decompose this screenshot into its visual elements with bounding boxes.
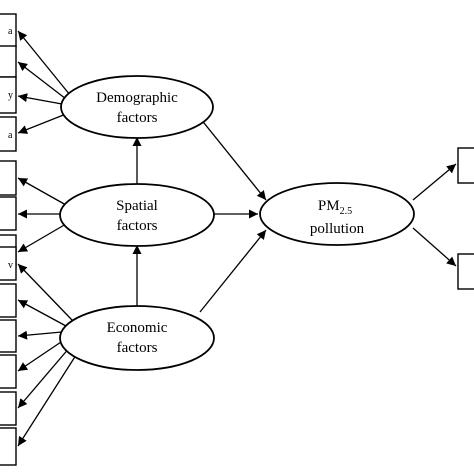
arrow-demographic-to-indicator-3 bbox=[17, 93, 63, 105]
outcome-box-2 bbox=[457, 253, 474, 290]
label-economic-line1: Economic bbox=[107, 320, 168, 336]
label-demographic-line2: factors bbox=[117, 110, 158, 126]
indicator-box-economic-3 bbox=[0, 319, 17, 353]
node-spatial-factors bbox=[59, 183, 215, 247]
arrow-economic-to-indicator-1 bbox=[17, 263, 73, 321]
label-pm25-main: PM bbox=[318, 198, 340, 214]
indicator-box-economic-2 bbox=[0, 283, 17, 318]
indicator-fragment-demo-1: a bbox=[8, 26, 13, 37]
node-economic-factors bbox=[59, 305, 215, 371]
arrow-demographic-to-pm25 bbox=[199, 117, 267, 201]
indicator-box-demographic-3 bbox=[0, 76, 17, 114]
indicator-box-economic-1 bbox=[0, 246, 17, 281]
indicator-box-economic-4 bbox=[0, 354, 17, 389]
indicator-fragment-econ-1: v bbox=[8, 260, 13, 271]
node-pm25-pollution bbox=[259, 182, 415, 246]
arrow-pm25-to-outcome-1 bbox=[412, 163, 457, 201]
label-economic-line2: factors bbox=[117, 340, 158, 356]
indicator-box-economic-5 bbox=[0, 391, 17, 426]
label-pm25-line1: PM2.5 bbox=[318, 198, 352, 217]
arrow-pm25-to-outcome-2 bbox=[412, 227, 457, 267]
arrow-demographic-to-indicator-2 bbox=[17, 61, 67, 100]
arrow-economic-to-indicator-3 bbox=[17, 330, 63, 340]
arrow-economic-to-indicator-5 bbox=[17, 346, 71, 409]
indicator-box-demographic-2 bbox=[0, 45, 17, 78]
arrow-spatial-to-indicator-3 bbox=[17, 223, 67, 253]
arrow-economic-to-indicator-2 bbox=[17, 299, 67, 327]
label-spatial-line2: factors bbox=[117, 218, 158, 234]
outcome-box-1 bbox=[457, 147, 474, 184]
indicator-box-spatial-2 bbox=[0, 196, 17, 231]
indicator-box-economic-6 bbox=[0, 427, 17, 466]
label-pm25-subscript: 2.5 bbox=[340, 206, 353, 217]
arrow-economic-to-pm25 bbox=[199, 229, 267, 313]
indicator-box-demographic-4 bbox=[0, 116, 17, 152]
arrow-demographic-to-indicator-1 bbox=[17, 30, 71, 96]
arrow-spatial-to-indicator-1 bbox=[17, 177, 67, 206]
label-demographic-line1: Demographic bbox=[96, 90, 178, 106]
label-pm25-line2: pollution bbox=[310, 221, 365, 237]
indicator-fragment-demo-3: y bbox=[8, 90, 13, 101]
indicator-fragment-demo-4: a bbox=[8, 130, 13, 141]
arrow-economic-to-indicator-4 bbox=[17, 339, 65, 372]
node-demographic-factors bbox=[60, 75, 214, 139]
label-spatial-line1: Spatial bbox=[116, 198, 158, 214]
arrow-economic-to-indicator-6 bbox=[17, 351, 79, 447]
arrow-demographic-to-indicator-4 bbox=[17, 113, 67, 134]
indicator-box-spatial-1 bbox=[0, 160, 17, 196]
